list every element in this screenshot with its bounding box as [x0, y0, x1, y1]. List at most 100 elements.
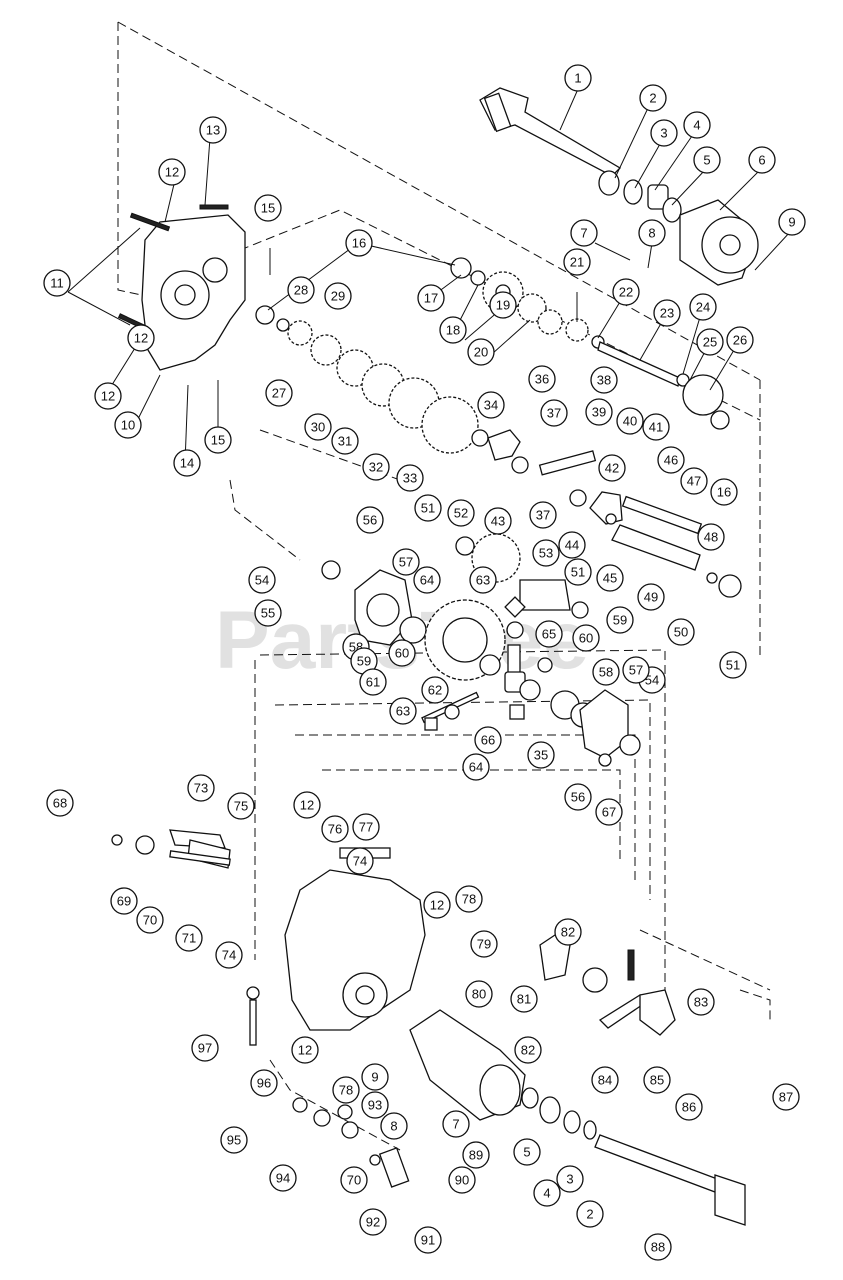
callout-number: 37 [536, 508, 550, 523]
callout-number: 74 [353, 854, 367, 869]
callout-78: 78 [455, 885, 483, 913]
callout-3: 3 [556, 1165, 584, 1193]
callout-15: 15 [254, 194, 282, 222]
callout-number: 20 [474, 345, 488, 360]
callout-65: 65 [535, 620, 563, 648]
callout-62: 62 [421, 676, 449, 704]
callout-19: 19 [489, 291, 517, 319]
callout-number: 61 [366, 675, 380, 690]
callout-95: 95 [220, 1126, 248, 1154]
callout-number: 67 [602, 805, 616, 820]
callout-number: 59 [357, 654, 371, 669]
callout-number: 44 [565, 538, 579, 553]
callout-66: 66 [474, 726, 502, 754]
callout-15: 15 [204, 426, 232, 454]
callout-number: 46 [664, 453, 678, 468]
callout-number: 91 [421, 1233, 435, 1248]
callout-81: 81 [510, 985, 538, 1013]
callout-63: 63 [389, 697, 417, 725]
callout-37: 37 [540, 399, 568, 427]
callout-number: 97 [198, 1041, 212, 1056]
callout-34: 34 [477, 391, 505, 419]
callout-number: 12 [300, 798, 314, 813]
callout-number: 96 [257, 1076, 271, 1091]
callout-number: 16 [717, 485, 731, 500]
callout-93: 93 [361, 1091, 389, 1119]
callout-22: 22 [612, 278, 640, 306]
callout-number: 36 [535, 372, 549, 387]
callout-51: 51 [719, 651, 747, 679]
callout-69: 69 [110, 887, 138, 915]
callout-number: 15 [211, 433, 225, 448]
shift-fork [487, 429, 521, 461]
callout-45: 45 [596, 564, 624, 592]
assembly-guide-lines [117, 21, 771, 1151]
callout-16: 16 [710, 478, 738, 506]
callout-52: 52 [447, 499, 475, 527]
callout-number: 64 [469, 760, 483, 775]
callout-number: 28 [294, 283, 308, 298]
callout-number: 43 [491, 514, 505, 529]
callout-70: 70 [340, 1166, 368, 1194]
callout-number: 10 [121, 418, 135, 433]
callout-number: 52 [454, 506, 468, 521]
callout-number: 9 [788, 215, 795, 230]
callout-4: 4 [683, 111, 711, 139]
callout-75: 75 [227, 792, 255, 820]
callout-number: 90 [455, 1173, 469, 1188]
callout-number: 85 [650, 1073, 664, 1088]
callout-number: 55 [261, 606, 275, 621]
callout-number: 88 [651, 1240, 665, 1255]
callout-56: 56 [564, 783, 592, 811]
leader-lines [67, 88, 791, 464]
callout-number: 12 [430, 898, 444, 913]
callout-12: 12 [291, 1036, 319, 1064]
callout-number: 7 [580, 226, 587, 241]
callout-44: 44 [558, 531, 586, 559]
callout-number: 38 [597, 373, 611, 388]
callout-number: 3 [566, 1172, 573, 1187]
callout-number: 62 [428, 683, 442, 698]
callout-number: 65 [542, 627, 556, 642]
callout-42: 42 [598, 454, 626, 482]
callout-number: 54 [645, 673, 659, 688]
callout-54: 54 [248, 566, 276, 594]
callout-23: 23 [653, 299, 681, 327]
callout-number: 94 [276, 1171, 290, 1186]
callout-number: 2 [586, 1207, 593, 1222]
callout-12: 12 [158, 158, 186, 186]
callout-number: 27 [272, 386, 286, 401]
callout-number: 22 [619, 285, 633, 300]
callout-76: 76 [321, 815, 349, 843]
callout-14: 14 [173, 449, 201, 477]
callout-58: 58 [592, 658, 620, 686]
callout-number: 4 [543, 1186, 550, 1201]
callout-7: 7 [442, 1110, 470, 1138]
callout-number: 35 [534, 748, 548, 763]
callout-number: 56 [571, 790, 585, 805]
callout-18: 18 [439, 316, 467, 344]
callout-number: 12 [165, 165, 179, 180]
callout-number: 39 [592, 405, 606, 420]
callout-56: 56 [356, 506, 384, 534]
callout-60: 60 [388, 639, 416, 667]
callout-number: 80 [472, 987, 486, 1002]
callout-number: 41 [649, 420, 663, 435]
callout-number: 84 [598, 1073, 612, 1088]
callout-40: 40 [616, 407, 644, 435]
callout-number: 75 [234, 799, 248, 814]
callout-number: 9 [371, 1070, 378, 1085]
callout-number: 14 [180, 456, 194, 471]
callout-59: 59 [606, 606, 634, 634]
callout-92: 92 [359, 1208, 387, 1236]
callout-number: 12 [101, 389, 115, 404]
upper-shaft-assembly [479, 87, 759, 286]
callout-number: 23 [660, 306, 674, 321]
callout-91: 91 [414, 1226, 442, 1254]
callout-5: 5 [693, 146, 721, 174]
callout-4: 4 [533, 1179, 561, 1207]
callout-number: 83 [694, 995, 708, 1010]
callout-2: 2 [639, 84, 667, 112]
callout-24: 24 [689, 293, 717, 321]
callout-70: 70 [136, 906, 164, 934]
